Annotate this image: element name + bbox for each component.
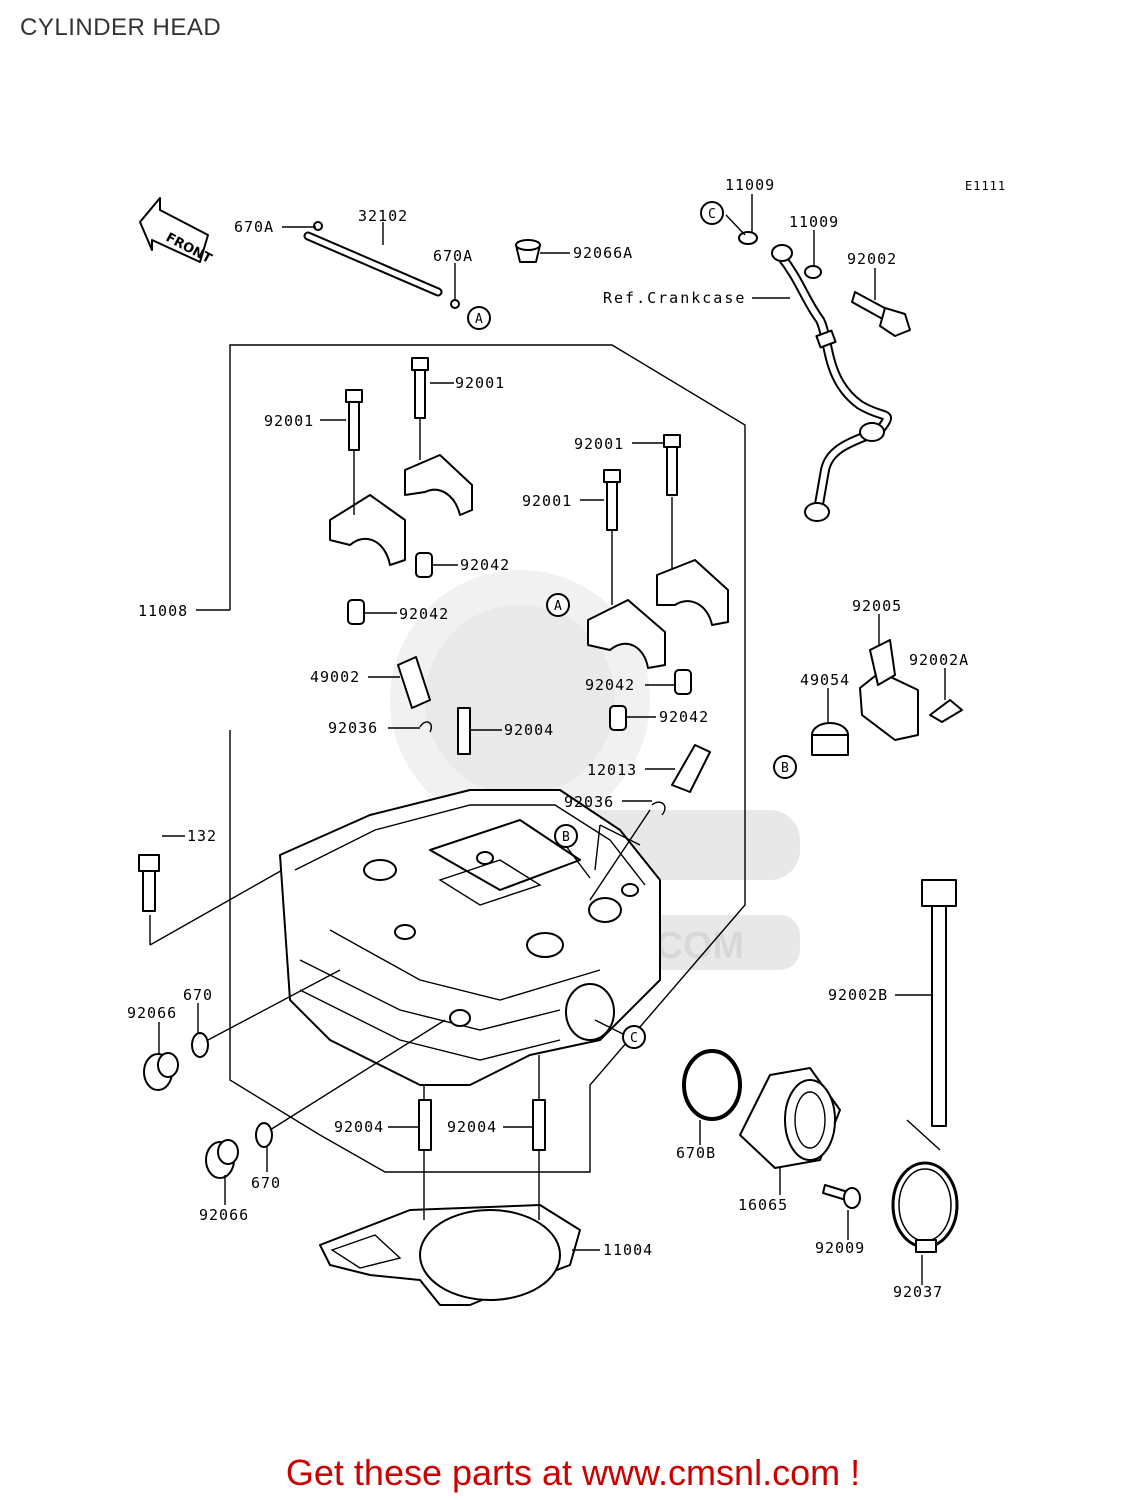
svg-text:A: A	[475, 312, 483, 327]
thermostat-49054	[811, 722, 849, 756]
bolt-132	[138, 854, 160, 912]
oil-pipe	[738, 231, 893, 522]
pipe-32102	[303, 221, 460, 309]
stud-92004-b	[418, 1099, 432, 1151]
part-label: 92004	[334, 1118, 384, 1136]
page-title: CYLINDER HEAD	[20, 14, 222, 41]
part-label: 92037	[893, 1283, 943, 1301]
clamp-92037	[891, 1161, 959, 1253]
part-label: 11009	[789, 213, 839, 231]
part-label: 92066A	[573, 244, 633, 262]
tensioner-12013	[671, 744, 711, 793]
part-label: 11009	[725, 176, 775, 194]
cam-cap-upper-left	[404, 454, 473, 516]
dowel-92042-d	[609, 705, 627, 731]
plug-92066-b	[205, 1139, 239, 1179]
svg-text:B: B	[562, 830, 570, 845]
cam-cap-lower-left	[329, 494, 406, 566]
circle-marker-b-head: B	[554, 824, 578, 848]
part-label: 670A	[433, 247, 473, 265]
part-label: 92001	[574, 435, 624, 453]
svg-text:C: C	[708, 207, 716, 222]
circle-marker-c-head: C	[622, 1025, 646, 1049]
part-label: 92036	[328, 719, 378, 737]
part-label: 92001	[455, 374, 505, 392]
part-label: 92001	[522, 492, 572, 510]
part-label: 49054	[800, 671, 850, 689]
circle-marker-a-top: A	[467, 306, 491, 330]
watermark-logo: .COM	[390, 570, 800, 970]
clip-92036-b	[651, 801, 666, 816]
ref-crankcase-label: Ref.Crankcase	[603, 289, 746, 307]
cam-cap-right	[656, 559, 729, 626]
circle-marker-c-top: C	[700, 201, 724, 225]
part-label: 16065	[738, 1196, 788, 1214]
part-label: 32102	[358, 207, 408, 225]
part-label: 11008	[138, 602, 188, 620]
part-label: 92001	[264, 412, 314, 430]
bolt-92001-d	[603, 469, 621, 531]
part-label: 92004	[447, 1118, 497, 1136]
part-label: 92042	[399, 605, 449, 623]
stud-92004-c	[532, 1099, 546, 1151]
svg-text:A: A	[554, 599, 562, 614]
exploded-parts-diagram: .COM FRONT E1111	[127, 176, 1006, 1306]
part-label: 92002A	[909, 651, 969, 669]
bolt-92001-b	[345, 389, 363, 451]
dowel-92042-b	[347, 599, 365, 625]
svg-text:B: B	[781, 761, 789, 776]
part-label: 92002	[847, 250, 897, 268]
part-label: 92066	[199, 1206, 249, 1224]
part-label: 92005	[852, 597, 902, 615]
clip-92036-a	[419, 721, 432, 733]
carburetor-holder-16065	[739, 1067, 841, 1169]
water-fitting-92005	[859, 639, 919, 741]
gasket-11004	[319, 1204, 581, 1306]
cylinder-head	[279, 789, 661, 1086]
leader-lines	[158, 194, 946, 1285]
part-label: 92066	[127, 1004, 177, 1022]
plug-92066-a	[143, 1052, 179, 1091]
part-label: 92004	[504, 721, 554, 739]
part-label: 670B	[676, 1144, 716, 1162]
bolt-92002A	[929, 699, 963, 723]
part-labels: 670A 32102 670A 92066A 11009 11009 92002…	[127, 176, 969, 1301]
part-label: 92042	[659, 708, 709, 726]
oring-670-a	[191, 1032, 209, 1058]
part-label: 670A	[234, 218, 274, 236]
watermark-text: .COM	[645, 925, 744, 967]
diagram-code: E1111	[965, 179, 1006, 193]
stud-92004-a	[457, 707, 471, 755]
svg-text:C: C	[630, 1031, 638, 1046]
part-label: 92036	[564, 793, 614, 811]
part-label: 670	[183, 986, 213, 1004]
plug-92066A	[515, 239, 541, 263]
part-label: 92042	[460, 556, 510, 574]
cam-cap-center	[587, 599, 666, 669]
circle-marker-b-right: B	[773, 755, 797, 779]
part-label: 49002	[310, 668, 360, 686]
oring-670-b	[255, 1122, 273, 1148]
oring-670B	[682, 1049, 742, 1121]
screw-92009	[822, 1184, 861, 1209]
dowel-92042-a	[415, 552, 433, 578]
bolt-92002	[851, 291, 911, 337]
bolt-92002B	[921, 879, 957, 1127]
part-label: 132	[187, 827, 217, 845]
dowel-92042-c	[674, 669, 692, 695]
part-label: 670	[251, 1174, 281, 1192]
part-label: 11004	[603, 1241, 653, 1259]
circle-marker-a-mid: A	[546, 593, 570, 617]
part-label: 92042	[585, 676, 635, 694]
front-arrow-icon: FRONT	[139, 197, 214, 267]
bolt-92001-c	[663, 434, 681, 496]
bolt-92001-a	[411, 357, 429, 419]
guide-49002	[397, 656, 431, 709]
part-label: 12013	[587, 761, 637, 779]
promo-banner[interactable]: Get these parts at www.cmsnl.com !	[285, 1452, 861, 1493]
part-label: 92002B	[828, 986, 888, 1004]
part-label: 92009	[815, 1239, 865, 1257]
